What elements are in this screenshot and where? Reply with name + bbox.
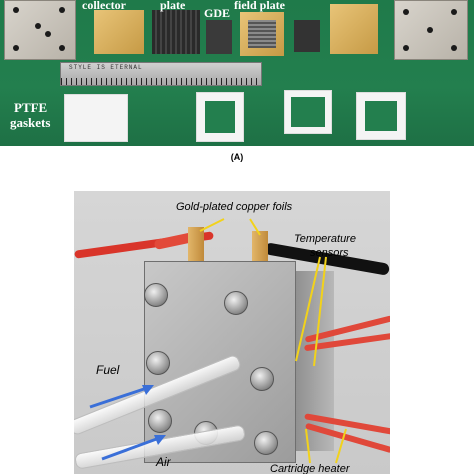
caption-a: (A) (230, 152, 244, 162)
label-temperature: Temperature (294, 233, 356, 245)
graphite-sheet (294, 20, 320, 52)
label-gaskets: gaskets (10, 115, 51, 130)
ptfe-gasket-frame-3 (356, 92, 406, 140)
current-collector (94, 10, 144, 54)
pointer-lines (199, 218, 347, 464)
ptfe-gasket-frame-1 (196, 92, 244, 142)
label-gde: GDE (204, 6, 231, 20)
bolt-hole (403, 9, 409, 15)
gasket-window (365, 101, 397, 131)
label-field-plate: field plate (234, 0, 285, 12)
bolt (148, 409, 172, 433)
gas-diffusion-electrode (206, 20, 232, 54)
gasket-window (205, 101, 235, 133)
ptfe-gasket-frame-2 (284, 90, 332, 134)
ruler-text: STYLE IS ETERNAL (69, 64, 143, 71)
field-plate-grid (248, 20, 276, 48)
bolt-hole (13, 7, 19, 13)
end-plate-right (394, 0, 468, 60)
components-photo: collector plate GDE field plate STYLE IS… (0, 0, 474, 146)
label-copper-foils: Gold-plated copper foils (176, 201, 293, 213)
gasket-window (291, 97, 325, 127)
fuel-arrow (89, 385, 154, 409)
label-collector: collector (82, 0, 126, 12)
bolt (144, 283, 168, 307)
bolt (146, 351, 170, 375)
bolt-hole (451, 9, 457, 15)
label-air: Air (156, 455, 171, 469)
bolt (254, 431, 278, 455)
bolt-hole (35, 23, 41, 29)
bolt-hole (427, 27, 433, 33)
ruler: STYLE IS ETERNAL (60, 62, 262, 86)
ruler-ticks (61, 78, 261, 85)
label-plate: plate (160, 0, 186, 12)
ptfe-gasket-solid (64, 94, 128, 142)
bolt-hole (451, 45, 457, 51)
label-sensors: sensors (310, 247, 349, 259)
end-plate-left (4, 0, 76, 60)
bolt (250, 367, 274, 391)
label-cartridge-heater: Cartridge heater (270, 463, 350, 474)
bolt-hole (13, 45, 19, 51)
flow-plate (152, 10, 200, 54)
assembled-cell-photo: Gold-plated copper foils Temperature sen… (74, 191, 390, 474)
bolt (224, 291, 248, 315)
label-fuel: Fuel (96, 363, 120, 377)
current-collector-right (330, 4, 378, 54)
bolt-hole (403, 45, 409, 51)
bolt-hole (45, 31, 51, 37)
bolt-hole (59, 7, 65, 13)
air-arrow (101, 435, 166, 461)
label-ptfe: PTFE (14, 100, 48, 115)
field-plate (240, 12, 284, 56)
bolt-hole (59, 45, 65, 51)
